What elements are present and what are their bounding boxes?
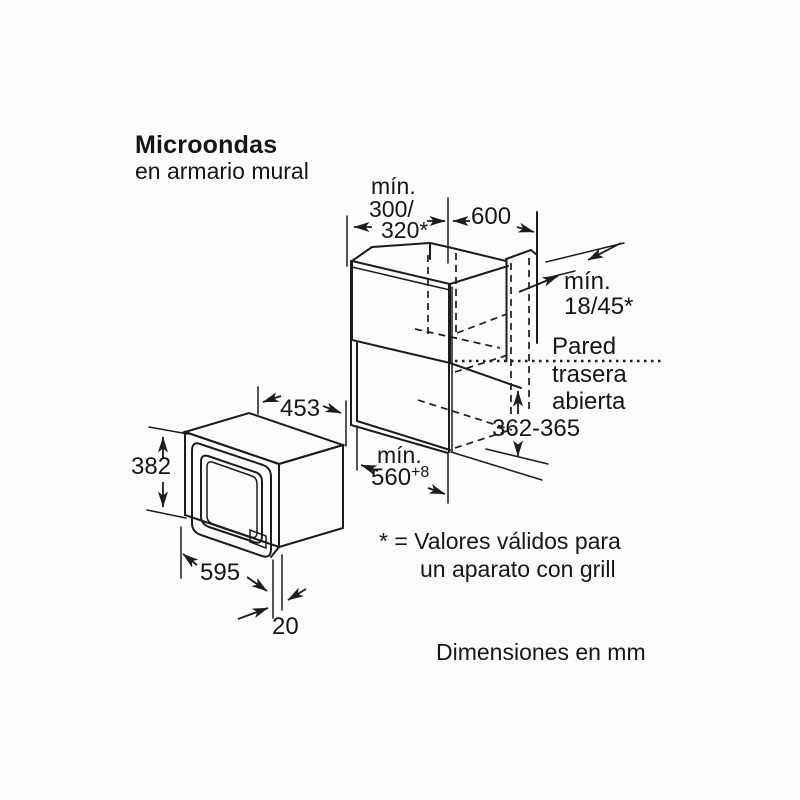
- cabinet-drawing: [350, 241, 549, 481]
- dim-453-arrow-right: [322, 402, 342, 414]
- units-note: Dimensiones en mm: [436, 639, 646, 665]
- page-title: Microondas: [135, 131, 278, 159]
- microwave-drawing: [181, 411, 347, 558]
- dim-gap-arrow-upper: [587, 242, 622, 261]
- cabinet-dimension-lines: [346, 197, 622, 504]
- wall-note-line1: Pared: [552, 333, 617, 360]
- dim-depth-min-label: mín.: [371, 173, 416, 199]
- dim-mw-door-offset-label: 20: [272, 613, 299, 640]
- wall-note-line2: trasera: [552, 361, 627, 388]
- dim-595-arrow-left: [182, 553, 199, 568]
- dim-mw-width-label: 595: [200, 559, 241, 586]
- grill-note-line2: un aparato con grill: [420, 556, 616, 582]
- dim-niche-height-label: 362-365: [492, 415, 581, 442]
- dim-depth-320-label: 320*: [381, 217, 429, 243]
- dim-600-arrow-right: [516, 222, 535, 233]
- dim-mw-height-label: 382: [131, 453, 172, 480]
- dim-depth-300-label: 300/: [369, 196, 414, 222]
- wall-drawing: [455, 211, 661, 416]
- dim-niche-width-min-label: mín.: [377, 442, 422, 468]
- microwave-dimension-lines: [146, 386, 347, 620]
- dim-20-arrow-left: [237, 607, 269, 620]
- dim-niche-width-tolerance: +8: [411, 464, 430, 481]
- page-subtitle: en armario mural: [135, 158, 309, 184]
- dim-niche-width-label: 560+8: [371, 464, 430, 491]
- microwave-door: [191, 442, 272, 558]
- dim-gap-min-label: mín.: [564, 268, 611, 295]
- dim-mw-depth-label: 453: [280, 395, 321, 422]
- dim-niche-width-value: 560: [371, 464, 412, 491]
- dim-453-arrow-left: [262, 392, 282, 403]
- dim-595-arrow-right: [246, 576, 268, 592]
- dim-gap-value-label: 18/45*: [564, 293, 634, 320]
- grill-note-line1: * = Valores válidos para: [379, 528, 621, 554]
- dim-560-arrow-right: [427, 484, 446, 495]
- dim-gap-arrow-lower: [518, 275, 559, 293]
- wall-note-line3: abierta: [552, 388, 626, 415]
- microwave-display: [249, 528, 267, 550]
- dim-560-arrow-left: [360, 464, 379, 475]
- dim-20-arrow-right: [287, 587, 307, 601]
- dim-width-600-label: 600: [471, 203, 512, 230]
- microwave-window: [200, 454, 263, 544]
